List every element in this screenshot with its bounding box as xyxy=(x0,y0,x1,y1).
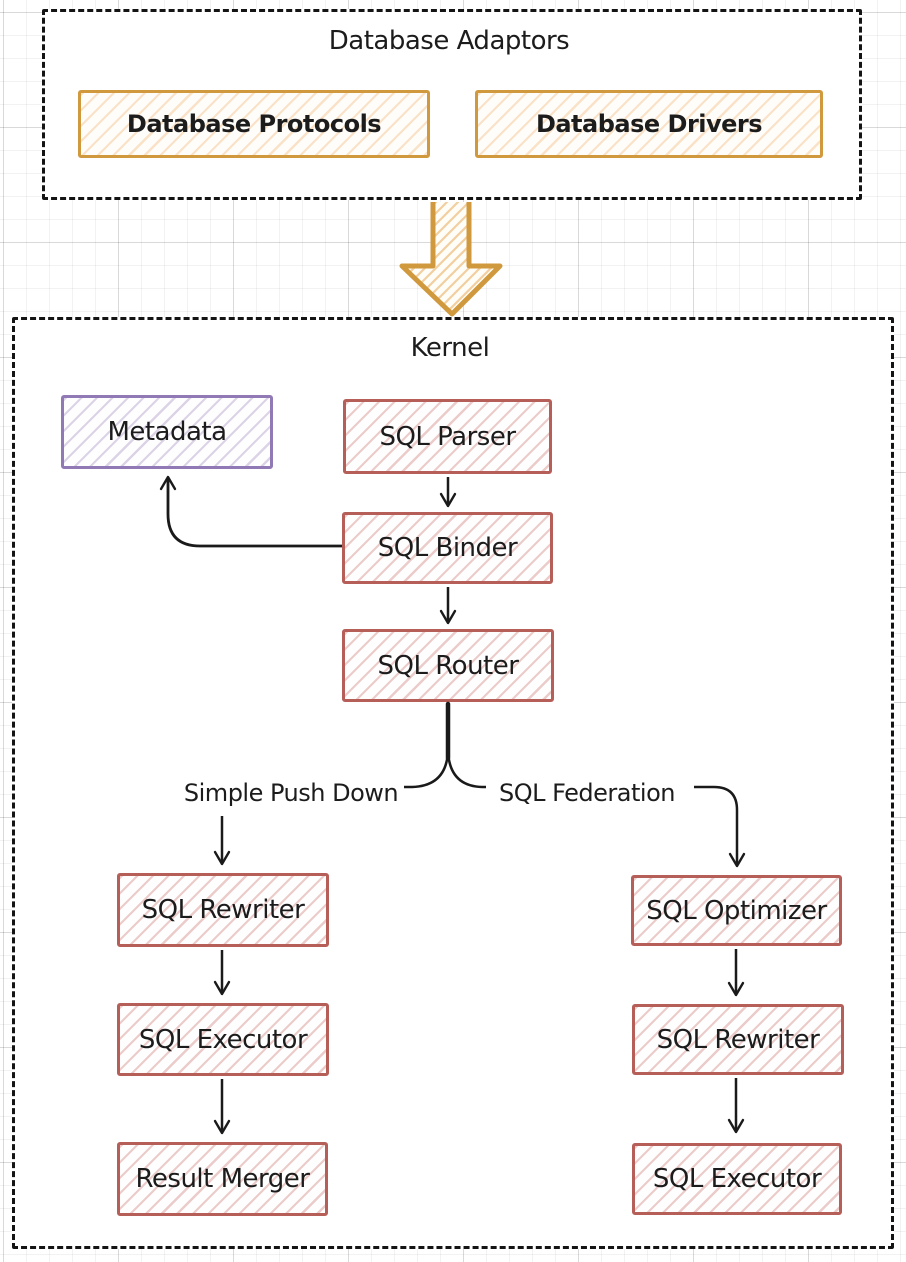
database-protocols-label: Database Protocols xyxy=(126,110,382,138)
sql-executor-left-box: SQL Executor xyxy=(117,1003,329,1076)
sql-optimizer-label: SQL Optimizer xyxy=(646,895,827,926)
sql-parser-box: SQL Parser xyxy=(343,399,552,474)
kernel-title: Kernel xyxy=(410,333,490,363)
result-merger-label: Result Merger xyxy=(135,1164,310,1194)
database-adaptors-title: Database Adaptors xyxy=(328,26,570,56)
sql-rewriter-right-label: SQL Rewriter xyxy=(656,1024,820,1055)
result-merger-box: Result Merger xyxy=(117,1142,328,1216)
sql-optimizer-box: SQL Optimizer xyxy=(631,875,842,946)
sql-router-box: SQL Router xyxy=(342,629,554,702)
metadata-box: Metadata xyxy=(61,395,273,469)
database-protocols-box: Database Protocols xyxy=(78,90,430,158)
sql-binder-box: SQL Binder xyxy=(342,512,553,584)
sql-executor-left-label: SQL Executor xyxy=(138,1024,308,1055)
sql-executor-right-label: SQL Executor xyxy=(652,1164,822,1194)
sql-rewriter-right-box: SQL Rewriter xyxy=(632,1004,844,1075)
simple-push-down-label: Simple Push Down xyxy=(183,779,399,807)
sql-router-label: SQL Router xyxy=(377,650,519,681)
database-drivers-box: Database Drivers xyxy=(475,90,823,158)
sql-federation-label: SQL Federation xyxy=(499,779,675,807)
sql-rewriter-left-box: SQL Rewriter xyxy=(117,873,329,947)
sql-parser-label: SQL Parser xyxy=(379,421,516,452)
sql-executor-right-box: SQL Executor xyxy=(632,1143,842,1215)
database-drivers-label: Database Drivers xyxy=(535,110,763,138)
sql-rewriter-left-label: SQL Rewriter xyxy=(141,895,305,925)
sql-binder-label: SQL Binder xyxy=(377,533,518,563)
big-down-arrow xyxy=(399,202,503,317)
metadata-label: Metadata xyxy=(107,417,227,447)
